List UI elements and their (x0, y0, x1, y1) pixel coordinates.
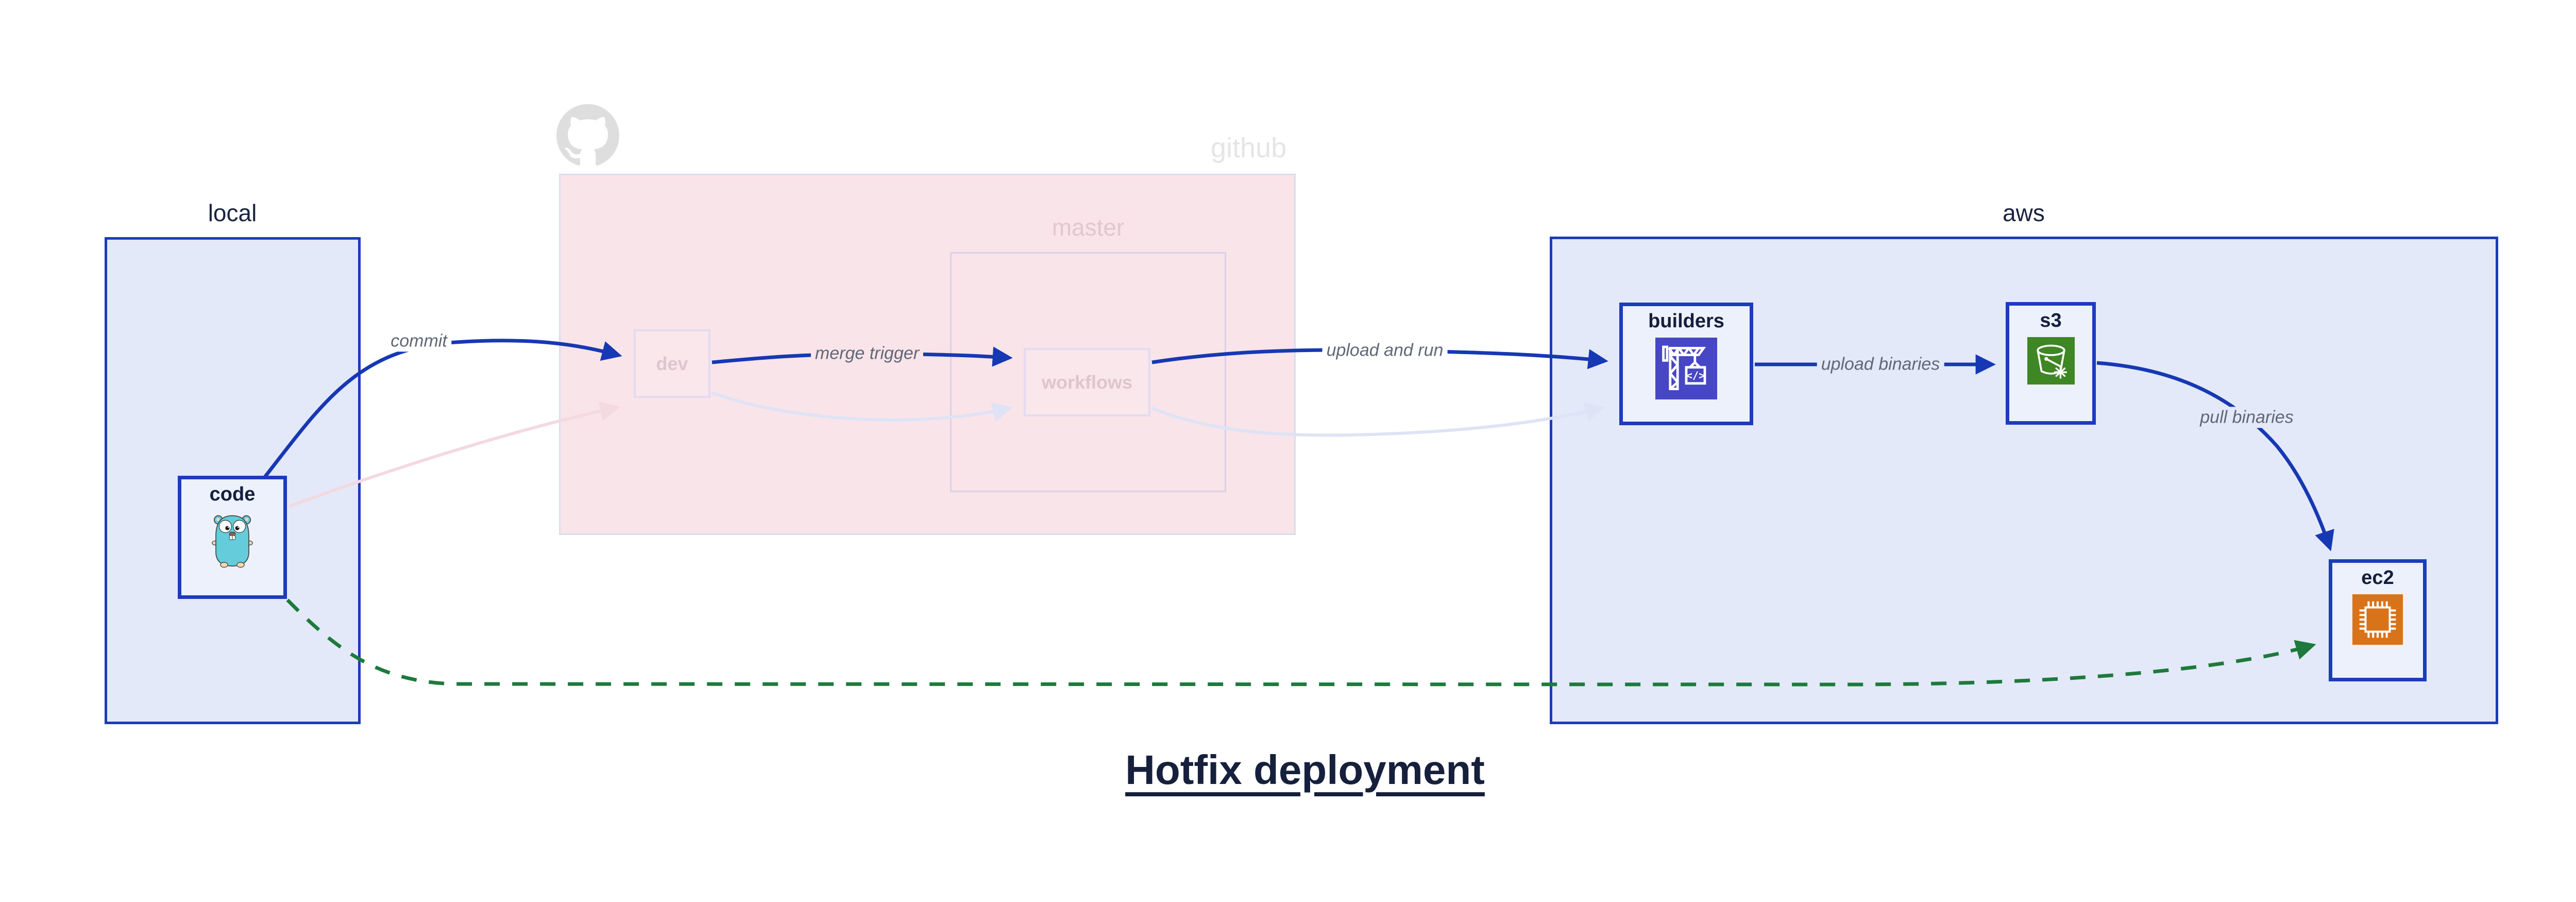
github-octocat-icon (556, 104, 619, 167)
node-s3-label: s3 (2040, 310, 2062, 331)
github-region-label: github (1211, 132, 1287, 163)
edge-label-pull-binaries: pull binaries (2196, 407, 2298, 428)
svg-text:</>: </> (1686, 369, 1705, 381)
node-ec2[interactable]: ec2 (2329, 559, 2427, 681)
codebuild-crane-icon: </> (1655, 338, 1717, 402)
aws-region-label: aws (2003, 199, 2045, 226)
edge-label-upload-binaries: upload binaries (1817, 354, 1944, 375)
node-workflows[interactable]: workflows (1024, 348, 1150, 416)
node-dev-label: dev (656, 353, 688, 374)
local-region-label: local (208, 199, 257, 226)
edge-label-merge-trigger: merge trigger (810, 343, 924, 364)
node-code-label: code (209, 483, 256, 505)
ec2-chip-icon (2352, 594, 2403, 647)
node-builders-label: builders (1648, 310, 1724, 332)
node-builders[interactable]: builders </> (1619, 303, 1753, 425)
edge-label-commit: commit (386, 330, 451, 352)
diagram-title: Hotfix deployment (1125, 747, 1485, 793)
master-branch-label: master (1052, 214, 1125, 241)
node-s3[interactable]: s3 (2006, 302, 2096, 425)
go-gopher-icon (212, 511, 253, 571)
s3-bucket-icon (2027, 337, 2075, 387)
node-ec2-label: ec2 (2361, 567, 2394, 589)
node-code[interactable]: code (178, 476, 287, 599)
node-dev[interactable]: dev (634, 329, 710, 398)
master-branch-box (950, 252, 1226, 492)
node-workflows-label: workflows (1041, 371, 1133, 393)
edge-label-upload-and-run: upload and run (1322, 340, 1448, 361)
